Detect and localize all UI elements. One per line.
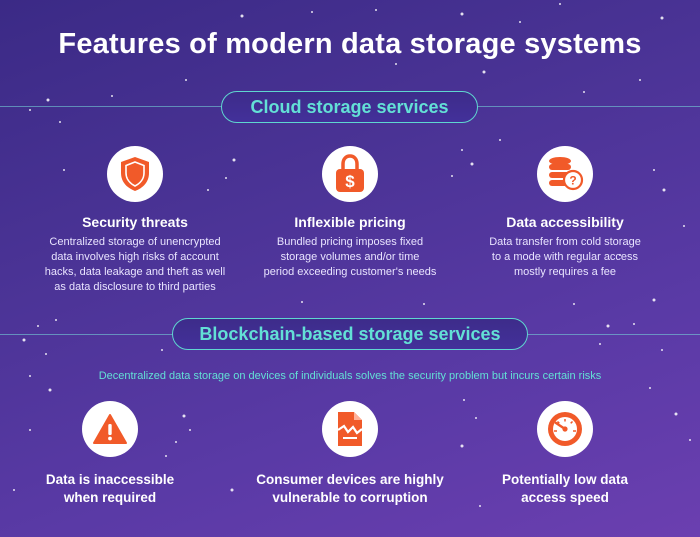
icon-circle (107, 146, 163, 202)
title-line: Data is inaccessible (45, 472, 175, 487)
title-line: access speed (521, 490, 609, 505)
title-line: Consumer devices are highly (256, 472, 444, 487)
icon-circle (537, 401, 593, 457)
desc-line: Data transfer from cold storage (489, 236, 641, 248)
icon-circle: $ (322, 146, 378, 202)
cloud-heading-text: Cloud storage services (250, 96, 449, 117)
card-title: Inflexible pricing (294, 214, 406, 230)
blockchain-section-heading: Blockchain-based storage services (172, 318, 528, 350)
desc-line: hacks, data leakage and theft as well (44, 266, 226, 278)
title-line: Potentially low data (501, 472, 629, 487)
shield-icon (121, 157, 149, 191)
desc-line: mostly requires a fee (513, 266, 617, 278)
desc-line: to a mode with regular access (491, 251, 639, 263)
svg-text:$: $ (345, 172, 355, 191)
blockchain-heading-text: Blockchain-based storage services (199, 323, 501, 344)
card-low-access-speed: Potentially low data access speed (460, 401, 670, 507)
broken-file-icon (337, 412, 363, 446)
desc-line: period exceeding customer's needs (263, 266, 437, 278)
card-title: Consumer devices are highly vulnerable t… (245, 471, 455, 507)
desc-line: Centralized storage of unencrypted (49, 236, 221, 248)
card-security-threats: Security threats Centralized storage of … (30, 146, 240, 295)
card-inflexible-pricing: $ Inflexible pricing Bundled pricing imp… (245, 146, 455, 280)
card-description: Bundled pricing imposes fixed storage vo… (245, 235, 455, 280)
padlock-dollar-icon: $ (336, 154, 364, 192)
database-question-icon: ? (549, 157, 584, 191)
card-title: Data accessibility (506, 214, 624, 230)
cloud-section-heading: Cloud storage services (221, 91, 478, 123)
warning-icon (93, 414, 127, 444)
card-title: Data is inaccessible when required (5, 471, 215, 507)
desc-line: storage volumes and/or time (280, 251, 420, 263)
card-consumer-devices: Consumer devices are highly vulnerable t… (245, 401, 455, 507)
card-title: Potentially low data access speed (460, 471, 670, 507)
card-data-inaccessible: Data is inaccessible when required (5, 401, 215, 507)
desc-line: data involves high risks of account (51, 251, 219, 263)
card-description: Centralized storage of unencrypted data … (30, 235, 240, 295)
icon-circle (82, 401, 138, 457)
desc-line: Bundled pricing imposes fixed (276, 236, 424, 248)
card-data-accessibility: ? Data accessibility Data transfer from … (460, 146, 670, 280)
svg-text:?: ? (569, 174, 576, 188)
card-title: Security threats (82, 214, 188, 230)
title-line: vulnerable to corruption (272, 490, 428, 505)
card-description: Data transfer from cold storage to a mod… (460, 235, 670, 280)
icon-circle: ? (537, 146, 593, 202)
desc-line: as data disclosure to third parties (54, 281, 216, 293)
title-line: when required (63, 490, 157, 505)
speedometer-icon (548, 412, 582, 446)
blockchain-subtitle: Decentralized data storage on devices of… (98, 370, 602, 382)
page-title: Features of modern data storage systems (58, 28, 642, 60)
icon-circle (322, 401, 378, 457)
